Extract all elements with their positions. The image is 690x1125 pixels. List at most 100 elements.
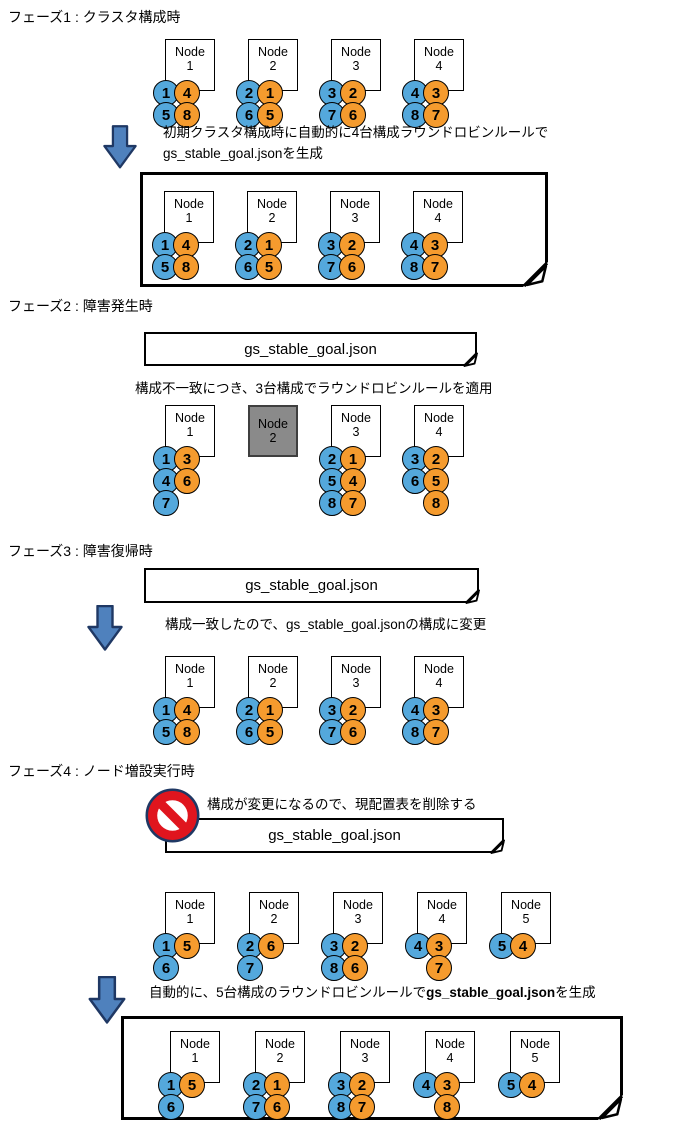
folded-corner-icon [462,351,478,367]
caption-post: を生成 [555,985,596,1000]
node-number: 5 [522,912,530,926]
phase2-caption: 構成不一致につき、3台構成でラウンドロビンルールを適用 [135,381,493,396]
node-number: 1 [186,676,194,690]
node-number: 1 [186,425,194,439]
node-label: Node [258,417,288,431]
node-label: Node [175,45,205,59]
partition-4-orange: 4 [174,80,200,106]
node-number: 3 [351,211,359,225]
gs-stable-goal-file-phase3: gs_stable_goal.json [144,568,480,604]
partition-7-orange: 7 [423,719,449,745]
node-number: 2 [269,431,277,445]
partition-1-blue: 1 [153,446,179,472]
partition-4-orange: 4 [173,232,199,258]
empty-slot [413,1094,434,1116]
node-number: 3 [352,676,360,690]
node-label: Node [424,662,454,676]
partition-4-orange: 4 [510,933,536,959]
node-label: Node [424,411,454,425]
folded-corner-icon [464,588,480,604]
partition-4-orange: 4 [174,697,200,723]
partition-6-orange: 6 [342,955,368,981]
partition-7-orange: 7 [426,955,452,981]
partition-6-orange: 6 [340,102,366,128]
partition-3-orange: 3 [423,697,449,723]
down-arrow-icon [87,605,123,651]
node-label: Node [258,45,288,59]
node-label: Node [424,45,454,59]
node-number: 4 [438,912,446,926]
node-number: 3 [352,425,360,439]
partition-6-orange: 6 [174,468,200,494]
partition-3-blue: 3 [319,697,345,723]
partition-3-orange: 3 [422,232,448,258]
partition-2-blue: 2 [236,697,262,723]
file-name: gs_stable_goal.json [268,827,401,844]
partition-1-orange: 1 [256,232,282,258]
folded-corner-icon [489,838,505,854]
file-name: gs_stable_goal.json [245,577,378,594]
phase4-delete-caption: 構成が変更になるので、現配置表を削除する [207,797,477,812]
node-number: 1 [185,211,193,225]
node-label: Node [511,898,541,912]
folded-corner-icon [598,1095,624,1121]
partition-2-orange: 2 [423,446,449,472]
partition-1-orange: 1 [264,1072,290,1098]
node-number: 4 [435,425,443,439]
partition-7-orange: 7 [340,490,366,516]
partition-2-orange: 2 [342,933,368,959]
phase4-generate-caption: 自動的に、5台構成のラウンドロビンルールでgs_stable_goal.json… [149,982,596,1003]
partition-8-orange: 8 [423,490,449,516]
phase2-title: フェーズ2 : 障害発生時 [8,298,153,314]
partition-2-orange: 2 [339,232,365,258]
node-label: Node [258,662,288,676]
node-number: 1 [186,59,194,73]
partition-6-orange: 6 [339,254,365,280]
partition-5-orange: 5 [256,254,282,280]
node-number: 4 [434,211,442,225]
partition-6-blue: 6 [402,468,428,494]
node-label: Node [520,1037,550,1051]
empty-slot [174,955,195,977]
partition-7-blue: 7 [237,955,263,981]
empty-slot [179,1094,200,1116]
node-number: 4 [435,676,443,690]
partition-6-orange: 6 [340,719,366,745]
partition-4-orange: 4 [519,1072,545,1098]
partition-8-orange: 8 [173,254,199,280]
